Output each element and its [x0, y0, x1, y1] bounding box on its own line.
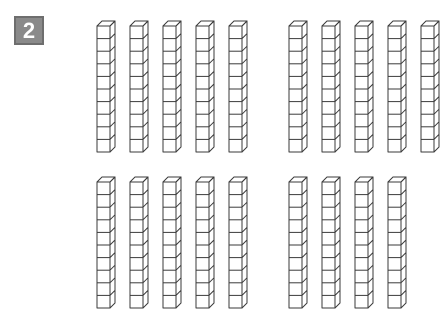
ten-rod-8 [355, 21, 373, 152]
ten-rod-18 [355, 177, 373, 308]
ten-rod-13 [163, 177, 181, 308]
ten-rod-6 [289, 21, 307, 152]
ten-rod-1 [97, 21, 115, 152]
ten-rod-10 [421, 21, 439, 152]
ten-rod-14 [196, 177, 214, 308]
ten-rod-2 [130, 21, 148, 152]
ten-rod-19 [388, 177, 406, 308]
ten-rod-9 [388, 21, 406, 152]
ten-rod-3 [163, 21, 181, 152]
ten-rod-7 [322, 21, 340, 152]
ten-rod-4 [196, 21, 214, 152]
ten-rod-16 [289, 177, 307, 308]
ten-rod-12 [130, 177, 148, 308]
ten-rod-17 [322, 177, 340, 308]
ten-rod-11 [97, 177, 115, 308]
ten-rod-15 [229, 177, 247, 308]
ten-rod-5 [229, 21, 247, 152]
